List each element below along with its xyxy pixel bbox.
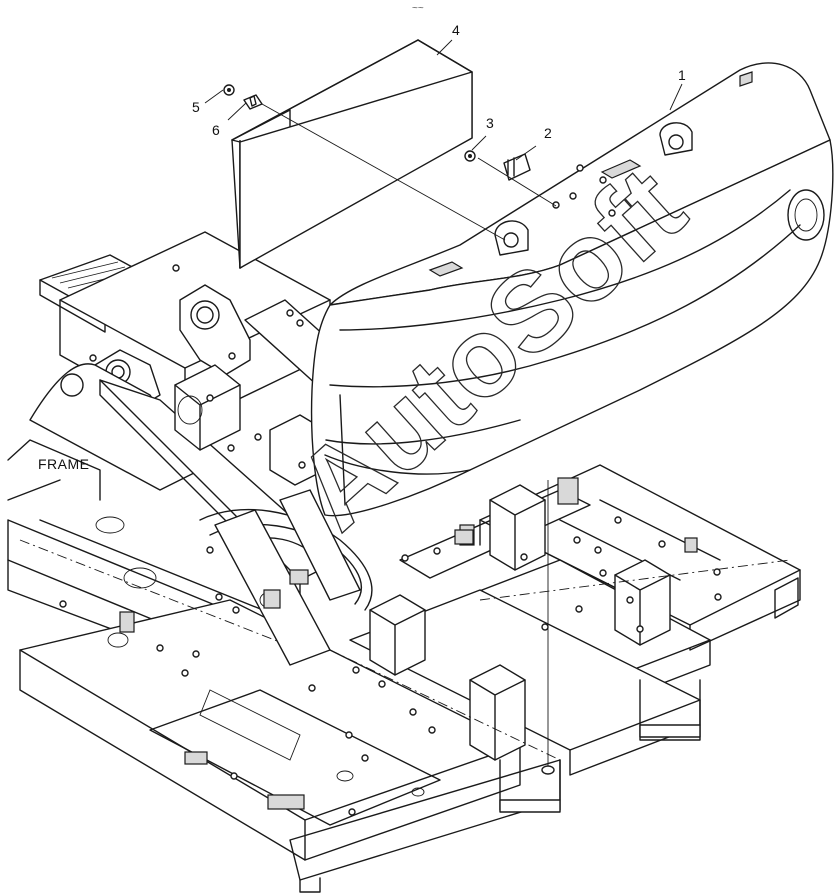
counterweight: [310, 62, 834, 517]
callout-4: 4: [452, 22, 460, 38]
callout-3: 3: [486, 115, 494, 131]
assembly-lines: [204, 39, 683, 775]
frame-label: FRAME: [38, 456, 90, 472]
small-parts: [223, 84, 531, 181]
callout-6: 6: [212, 122, 220, 138]
bolts: [59, 264, 722, 816]
callout-1: 1: [678, 67, 686, 83]
lower-frame: [7, 464, 801, 893]
corner-mark: ~~: [412, 3, 424, 14]
callout-2: 2: [544, 125, 552, 141]
callout-5: 5: [192, 99, 200, 115]
